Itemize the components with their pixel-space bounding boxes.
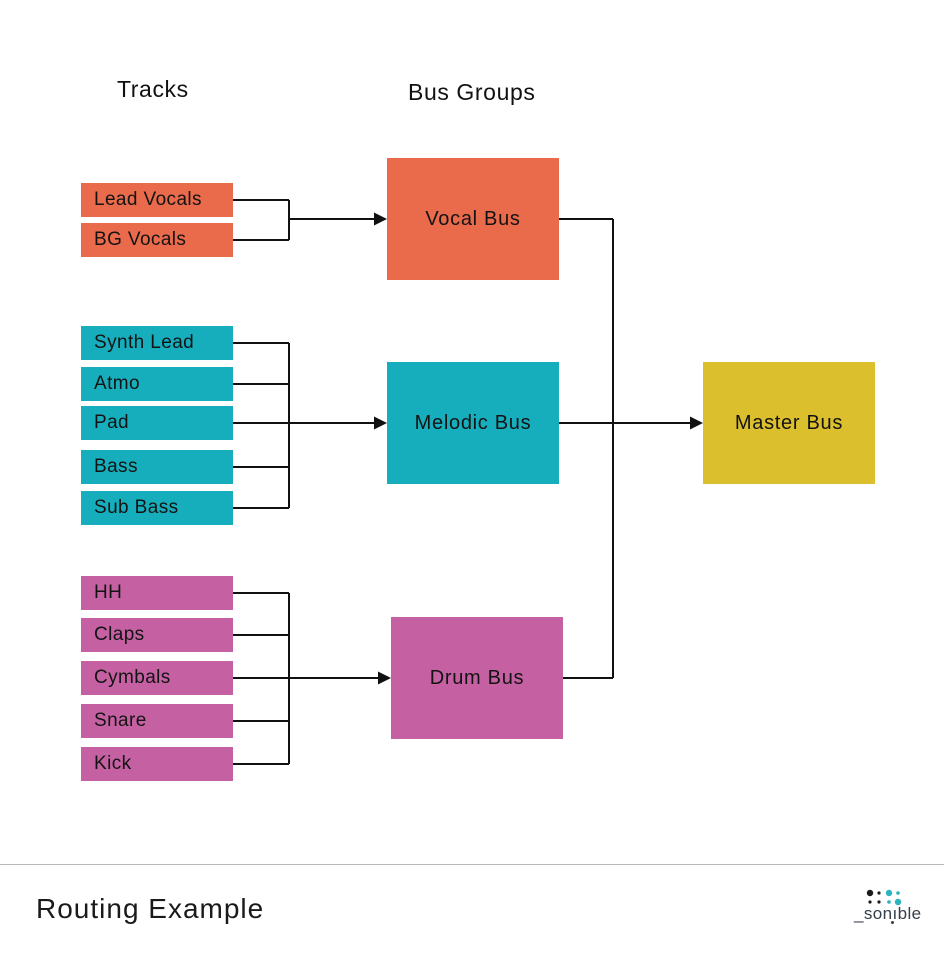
drum-group-connectors — [230, 592, 380, 765]
melodic-group-connectors — [230, 342, 376, 509]
track-box-bass: Bass — [81, 450, 233, 484]
track-box-cymbals: Cymbals — [81, 661, 233, 695]
track-box-lead-vocals: Lead Vocals — [81, 183, 233, 217]
tracks-column-header: Tracks — [117, 76, 189, 102]
track-box-atmo: Atmo — [81, 367, 233, 401]
logo-wordmark-post: ble — [897, 904, 922, 923]
bus-groups-column-header: Bus Groups — [408, 79, 536, 105]
logo-wordmark-pre: _son — [854, 904, 893, 923]
track-box-bg-vocals: BG Vocals — [81, 223, 233, 257]
vocal-group-connectors — [230, 199, 376, 241]
logo-i-dot — [891, 921, 894, 924]
logo-dots-icon — [866, 889, 902, 906]
master-bus-box: Master Bus — [703, 362, 875, 484]
drum-bus-box: Drum Bus — [391, 617, 563, 739]
melodic-bus-box: Melodic Bus — [387, 362, 559, 484]
logo-wordmark-i: ı — [892, 904, 898, 923]
logo-wordmark: _sonıble — [854, 904, 921, 924]
melodic-bus-arrowhead — [374, 416, 387, 430]
track-box-sub-bass: Sub Bass — [81, 491, 233, 525]
footer-title: Routing Example — [36, 893, 265, 924]
sonible-logo: _sonıble — [852, 883, 928, 925]
track-box-snare: Snare — [81, 704, 233, 738]
vocal-bus-box: Vocal Bus — [387, 158, 559, 280]
track-box-pad: Pad — [81, 406, 233, 440]
vocal-bus-arrowhead — [374, 212, 387, 226]
track-box-kick: Kick — [81, 747, 233, 781]
master-bus-arrowhead — [690, 416, 703, 430]
track-box-claps: Claps — [81, 618, 233, 652]
drum-bus-arrowhead — [378, 671, 391, 685]
track-box-synth-lead: Synth Lead — [81, 326, 233, 360]
track-box-hh: HH — [81, 576, 233, 610]
bus-to-master-connectors — [557, 218, 692, 679]
footer-divider — [0, 864, 944, 865]
